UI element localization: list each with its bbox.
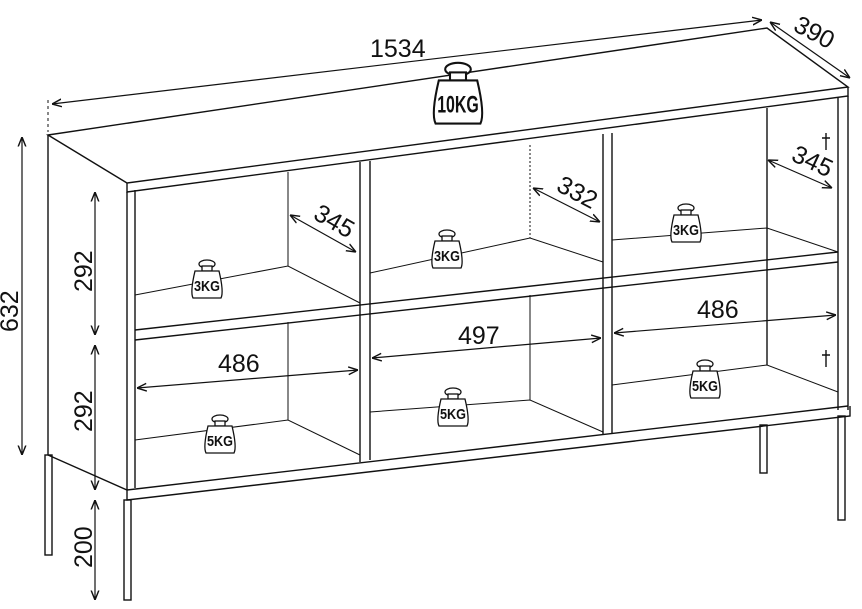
height-label: 632	[0, 290, 24, 332]
weight-label: 5KG	[207, 433, 233, 450]
legs	[44, 415, 846, 601]
weight-label: 5KG	[692, 378, 718, 395]
weight-label: 3KG	[194, 278, 220, 295]
weight-label: 3KG	[434, 248, 460, 265]
weight-icon-shelf-left: 3KG	[191, 259, 223, 299]
weight-icon-shelf-middle: 3KG	[431, 229, 463, 269]
weight-icon-shelf-right: 3KG	[670, 203, 702, 243]
weight-icon-bottom-middle: 5KG	[437, 387, 469, 427]
hinge-icon	[822, 350, 830, 367]
cabinet-outline	[44, 27, 851, 601]
leg-height-label: 200	[70, 526, 98, 568]
weight-label: 5KG	[440, 406, 466, 423]
weight-label: 3KG	[673, 222, 699, 239]
plinth-front	[126, 406, 851, 501]
left-width-label: 486	[218, 350, 260, 378]
dimension-labels: 1534 390 632 292 292 200 486 497 486 345…	[0, 11, 839, 568]
leg	[759, 424, 768, 474]
right-depth-label: 345	[787, 140, 837, 183]
leg	[44, 454, 53, 556]
left-depth-label: 345	[309, 199, 359, 244]
leg	[837, 415, 846, 521]
right-width-label: 486	[697, 296, 739, 324]
middle-width-label: 497	[458, 322, 500, 350]
upper-height-label: 292	[70, 250, 98, 292]
door-hinge-icons	[822, 133, 830, 367]
lower-height-label: 292	[70, 390, 98, 432]
dimension-lines	[22, 20, 850, 600]
middle-shelf	[134, 227, 839, 341]
weight-icon-top: 10KG	[432, 61, 484, 125]
load-weights: 10KG 3KG 3KG 3KG 5KG 5KG 5KG	[191, 61, 721, 454]
depth-label: 390	[789, 11, 839, 55]
weight-label: 10KG	[437, 91, 479, 118]
leg	[123, 499, 132, 601]
top-front-edge	[126, 87, 849, 193]
middle-depth-label: 332	[552, 171, 602, 215]
hinge-icon	[822, 133, 830, 150]
dividers	[287, 120, 768, 462]
width-label: 1534	[370, 35, 426, 63]
weight-icon-bottom-left: 5KG	[204, 414, 236, 454]
weight-icon-bottom-right: 5KG	[689, 359, 721, 399]
bottom-panel	[134, 364, 839, 456]
